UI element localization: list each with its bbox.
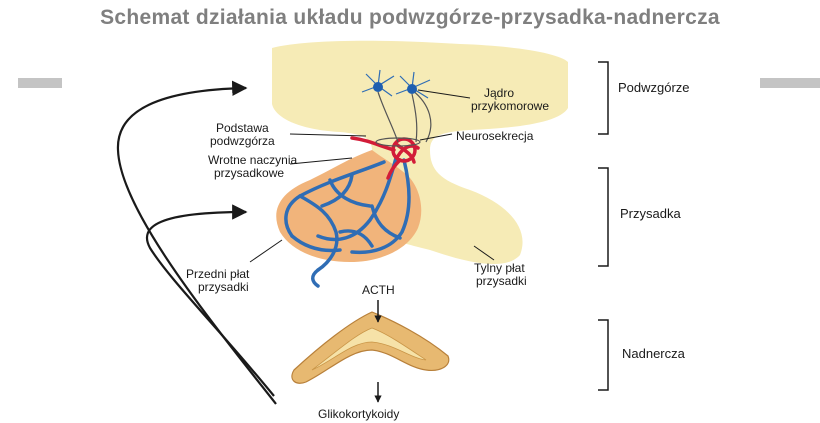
- neuron-body-2: [407, 84, 417, 94]
- label-wrotne-2: przysadkowe: [214, 166, 284, 180]
- label-podwzgorze: Podwzgórze: [618, 80, 690, 95]
- label-jadro-2: przykomorowe: [471, 99, 549, 113]
- label-acth: ACTH: [362, 283, 395, 297]
- label-przysadka: Przysadka: [620, 206, 681, 221]
- feedback-arrow-to-pituitary: [147, 212, 274, 396]
- label-tylny-2: przysadki: [476, 274, 527, 288]
- label-neurosekrecja: Neurosekrecja: [456, 129, 534, 143]
- bracket-nadnercza: [598, 320, 608, 390]
- label-nadnercza: Nadnercza: [622, 346, 686, 361]
- label-jadro-1: Jądro: [484, 86, 514, 100]
- neuron-body-1: [373, 82, 383, 92]
- label-podstawa-1: Podstawa: [216, 121, 269, 135]
- label-przedni-2: przysadki: [198, 280, 249, 294]
- bracket-podwzgorze: [598, 62, 608, 134]
- label-glikokortykoidy: Glikokortykoidy: [318, 407, 399, 421]
- label-przedni-1: Przedni płat: [186, 267, 250, 281]
- label-tylny-1: Tylny płat: [474, 261, 525, 275]
- label-wrotne-1: Wrotne naczynia: [208, 153, 297, 167]
- adrenal-gland: [292, 312, 449, 383]
- label-podstawa-2: podwzgórza: [210, 134, 275, 148]
- bracket-przysadka: [598, 168, 608, 266]
